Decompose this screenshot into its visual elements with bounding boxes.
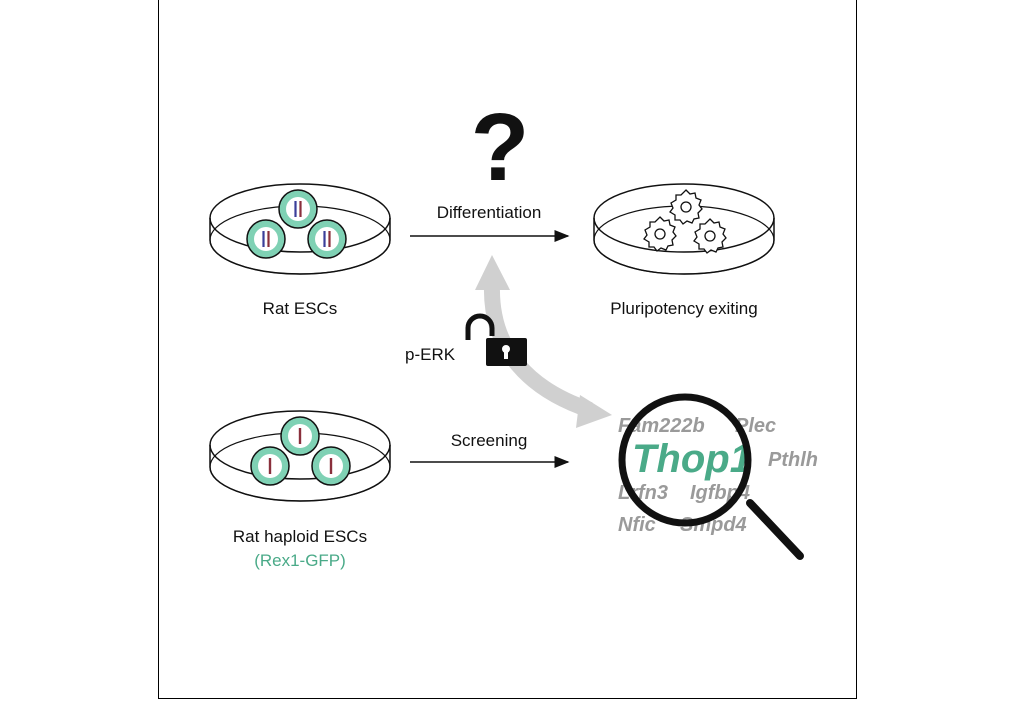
gene-name: Pthlh <box>768 449 818 471</box>
label-screening: Screening <box>451 431 528 450</box>
label-rat-escs: Rat ESCs <box>263 299 338 318</box>
label-rat-haploid-escs: Rat haploid ESCs <box>233 527 367 546</box>
figure-frame <box>158 0 857 699</box>
label-differentiation: Differentiation <box>437 203 542 222</box>
diploid-cell <box>245 218 287 260</box>
label-p-erk: p-ERK <box>405 345 456 364</box>
diploid-cell <box>277 188 319 230</box>
gene-hit-list: Fam222b Plec Pthlh Lrfn3 Igfbp4 Nfic Smp… <box>618 415 818 536</box>
petri-dish-haploid-escs <box>209 410 391 502</box>
gene-name: Plec <box>735 415 776 437</box>
gear-cell-icon <box>669 189 703 225</box>
gear-cell-icon <box>643 216 677 252</box>
label-rex1-gfp: (Rex1-GFP) <box>254 551 346 570</box>
label-pluripotency-exiting: Pluripotency exiting <box>610 299 757 318</box>
unlocked-padlock-icon <box>465 313 527 366</box>
gene-name: Nfic <box>618 514 656 536</box>
petri-dish-differentiated <box>593 183 775 275</box>
question-mark-icon: ? <box>471 94 530 201</box>
haploid-cell <box>249 445 291 487</box>
haploid-cell <box>279 415 321 457</box>
highlighted-gene-thop1: Thop1 <box>632 437 752 481</box>
haploid-cell <box>310 445 352 487</box>
magnifying-glass-icon <box>618 393 804 560</box>
gear-cell-icon <box>693 218 727 254</box>
diploid-cell <box>306 218 348 260</box>
petri-dish-rat-escs <box>209 183 391 275</box>
